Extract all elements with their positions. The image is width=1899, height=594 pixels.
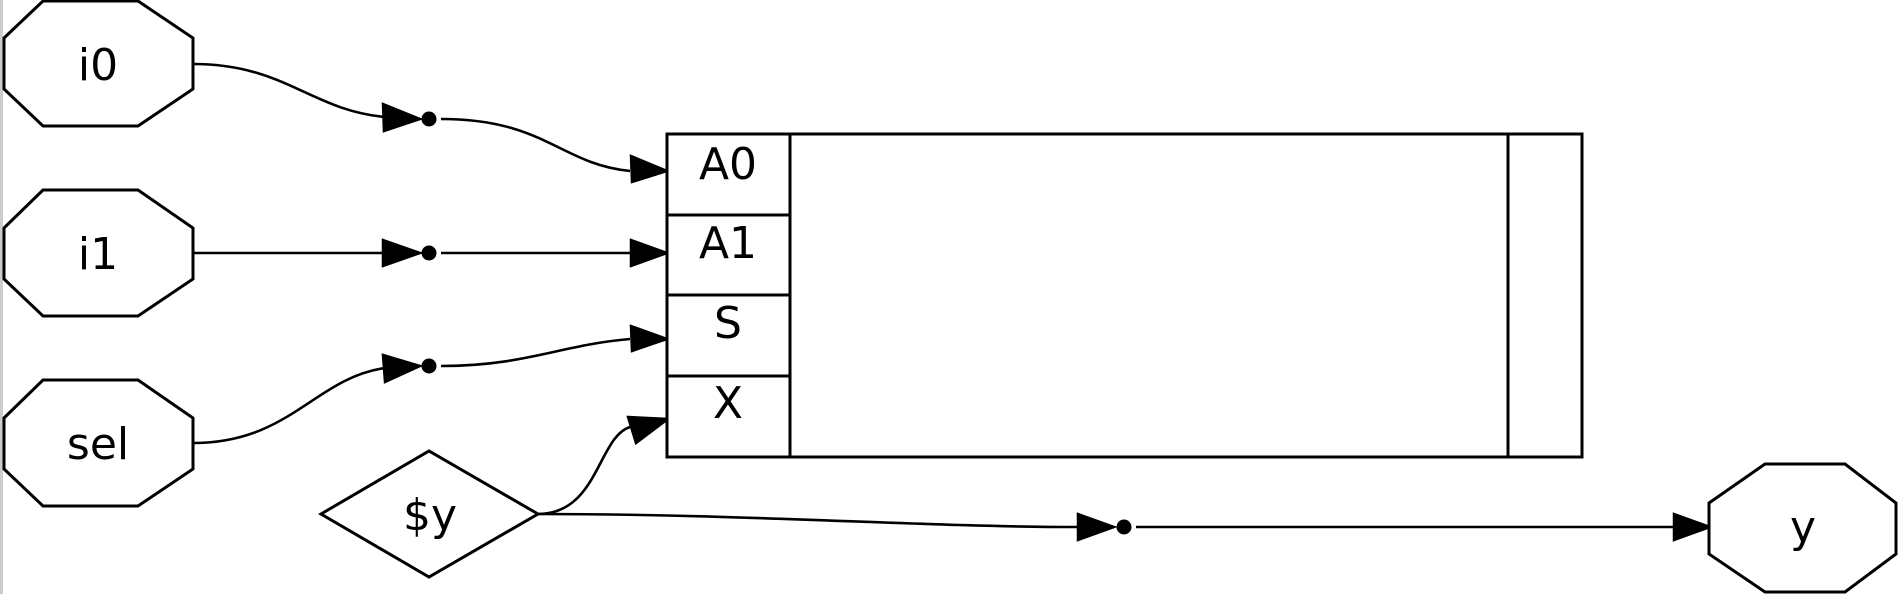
arrowhead-sel-junction [381,353,424,384]
input-port-i0[interactable]: i0 [2,0,195,128]
constant-node[interactable]: $y [318,449,541,579]
input-port-i1[interactable]: i1 [2,188,195,318]
junction-dot-sel [421,358,437,374]
wire-sel-to-junction [192,366,386,445]
junction-dot-y [1116,519,1132,535]
mux-port-a0-label: A0 [699,139,757,190]
mux-cell[interactable]: A0 A1 S X [665,132,1584,459]
mux-port-a1-label: A1 [699,218,757,269]
wire-sel-junction-to-s [440,337,631,368]
wire-const-to-x [537,425,631,516]
arrowhead-i0-junction [381,102,424,133]
mux-port-x-label: X [713,378,743,429]
output-port-y-label: y [1790,502,1816,553]
arrowhead-i1-junction [381,238,424,268]
input-port-sel[interactable]: sel [2,378,195,508]
arrowhead-x [626,415,672,446]
arrowhead-s [629,324,671,353]
input-port-i0-label: i0 [78,40,118,91]
arrowhead-y-junction [1076,512,1118,542]
wire-i0-junction-to-a0 [440,117,631,173]
input-port-sel-label: sel [67,419,129,470]
arrowhead-a1 [629,238,671,268]
input-port-i1-label: i1 [78,229,118,280]
arrowhead-a0 [629,154,671,184]
mux-port-s-label: S [714,298,742,349]
junction-dot-i0 [421,111,437,127]
junction-dot-i1 [421,245,437,261]
wire-const-to-junction [537,512,1079,529]
constant-node-label: $y [403,490,457,541]
arrowhead-y [1672,512,1714,542]
wire-i0-to-junction [192,62,386,119]
mux-cell-body [665,132,1584,459]
output-port-y[interactable]: y [1707,462,1898,594]
